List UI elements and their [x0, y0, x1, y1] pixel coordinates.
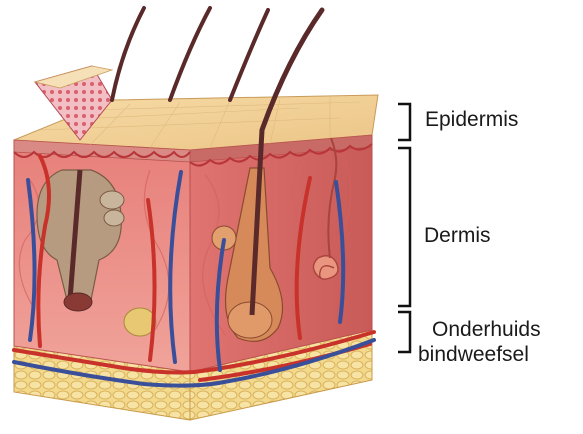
dermis-label: Dermis [424, 224, 491, 248]
dermis-bracket [398, 148, 410, 306]
epidermis-label: Epidermis [425, 108, 518, 132]
epidermis-bracket [398, 104, 410, 140]
subcutis-label-line1: Onderhuids [432, 318, 541, 342]
subcutis-label-line2: bindweefsel [418, 343, 529, 367]
subcutis-bracket [398, 312, 410, 352]
epidermis-layer [14, 66, 378, 162]
layer-brackets [398, 104, 410, 352]
